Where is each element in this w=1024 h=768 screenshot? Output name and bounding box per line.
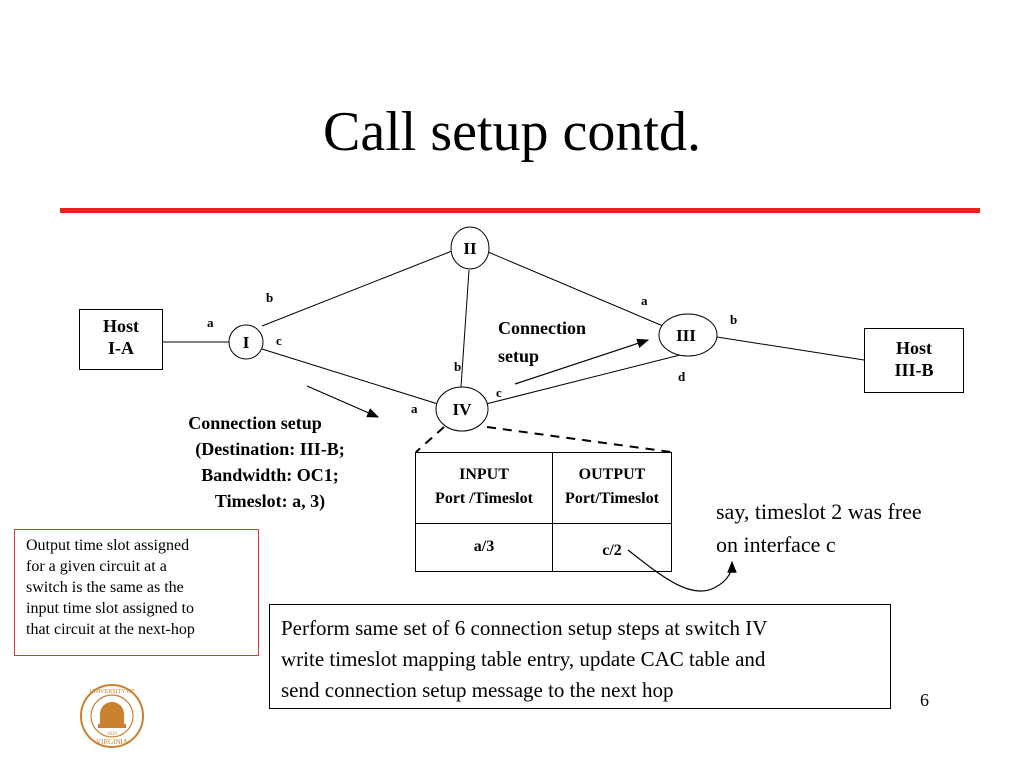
port-label: b bbox=[266, 290, 273, 305]
link-I-IV bbox=[261, 348, 439, 405]
table-cell-input: a/3 bbox=[415, 523, 553, 572]
slide-title: Call setup contd. bbox=[323, 101, 701, 163]
port-label: a bbox=[641, 293, 648, 308]
node-label-IV: IV bbox=[453, 400, 473, 419]
page-number: 6 bbox=[920, 690, 929, 710]
host-box-III-B: Host III-B bbox=[864, 328, 964, 393]
connection-label-line: Connection bbox=[498, 318, 587, 338]
seal-text-bottom: VIRGINIA bbox=[96, 738, 128, 746]
link-II-IV bbox=[460, 269, 470, 388]
connection-label-line: setup bbox=[498, 346, 540, 366]
host-label: Host bbox=[896, 338, 932, 358]
port-label: b bbox=[730, 312, 737, 327]
header-line: Port/Timeslot bbox=[565, 490, 659, 507]
seal-text-top: UNIVERSITY OF bbox=[90, 689, 136, 695]
note-line: Perform same set of 6 connection setup s… bbox=[281, 616, 768, 640]
switch-node-III bbox=[658, 313, 718, 357]
setup-message-line: Bandwidth: OC1; bbox=[201, 465, 339, 485]
setup-message-line: Connection setup bbox=[188, 413, 322, 433]
note-line: switch is the same as the bbox=[26, 579, 184, 596]
note-line: write timeslot mapping table entry, upda… bbox=[281, 647, 766, 671]
table-cell-output: c/2 bbox=[552, 523, 672, 572]
timeslot-assignment-note: Output time slot assigned for a given ci… bbox=[14, 529, 259, 656]
port-label: b bbox=[454, 359, 461, 374]
port-label: d bbox=[678, 369, 686, 384]
port-label: c bbox=[276, 333, 282, 348]
header-line: Port /Timeslot bbox=[435, 490, 533, 507]
note-line: say, timeslot 2 was free bbox=[716, 499, 922, 524]
zoom-line-left bbox=[415, 426, 445, 453]
timeslot-mapping-table: INPUT Port /Timeslot OUTPUT Port/Timeslo… bbox=[415, 452, 672, 572]
host-label: I-A bbox=[108, 338, 134, 358]
switch-node-II bbox=[450, 226, 490, 270]
host-box-I-A: Host I-A bbox=[79, 309, 163, 370]
seal-year: 1819 bbox=[107, 732, 118, 737]
note-line: for a given circuit at a bbox=[26, 558, 167, 575]
free-timeslot-note: say, timeslot 2 was free on interface c bbox=[716, 495, 1006, 561]
note-line: Output time slot assigned bbox=[26, 537, 190, 554]
university-seal: UNIVERSITY OF VIRGINIA 1819 bbox=[80, 684, 144, 748]
link-III-hostB bbox=[716, 336, 865, 361]
setup-message-line: (Destination: III-B; bbox=[195, 439, 345, 459]
switch-iv-steps-note: Perform same set of 6 connection setup s… bbox=[269, 604, 891, 709]
setup-arrow-to-IV bbox=[306, 385, 380, 418]
header-line: INPUT bbox=[459, 466, 509, 483]
link-IV-III bbox=[485, 354, 681, 405]
host-label: III-B bbox=[894, 360, 934, 380]
note-line: input time slot assigned to bbox=[26, 600, 194, 617]
connection-arrow-to-III bbox=[514, 338, 650, 385]
header-line: OUTPUT bbox=[578, 466, 646, 483]
table-header-input: INPUT Port /Timeslot bbox=[415, 452, 553, 524]
node-label-II: II bbox=[463, 239, 477, 258]
port-label: a bbox=[411, 401, 418, 416]
link-I-II bbox=[261, 250, 453, 327]
switch-node-IV bbox=[435, 386, 489, 432]
connection-setup-label: Connection setup bbox=[498, 314, 658, 370]
setup-message-line: Timeslot: a, 3) bbox=[214, 491, 326, 511]
note-line: send connection setup message to the nex… bbox=[281, 678, 674, 702]
node-label-I: I bbox=[243, 333, 250, 352]
note-line: that circuit at the next-hop bbox=[26, 621, 195, 638]
node-label-III: III bbox=[676, 326, 696, 345]
host-label: Host bbox=[103, 316, 139, 336]
port-label: a bbox=[207, 315, 214, 330]
note-line: on interface c bbox=[716, 532, 836, 557]
table-header-output: OUTPUT Port/Timeslot bbox=[552, 452, 672, 524]
setup-message: Connection setup (Destination: III-B; Ba… bbox=[150, 410, 390, 514]
zoom-line-right bbox=[486, 426, 672, 453]
link-II-III bbox=[487, 251, 664, 327]
port-label: c bbox=[496, 385, 502, 400]
title-rule bbox=[60, 208, 980, 213]
switch-node-I bbox=[228, 324, 264, 360]
